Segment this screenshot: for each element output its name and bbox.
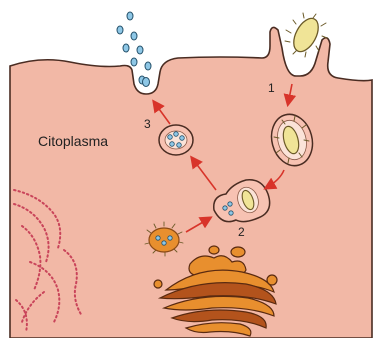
step-1-label: 1 — [268, 81, 275, 95]
cytoplasm-label: Citoplasma — [38, 133, 108, 149]
residual-vesicle — [159, 125, 193, 155]
step-2-label: 2 — [238, 225, 245, 239]
step-3-label: 3 — [144, 117, 151, 131]
exocytosis-granule — [143, 78, 150, 87]
